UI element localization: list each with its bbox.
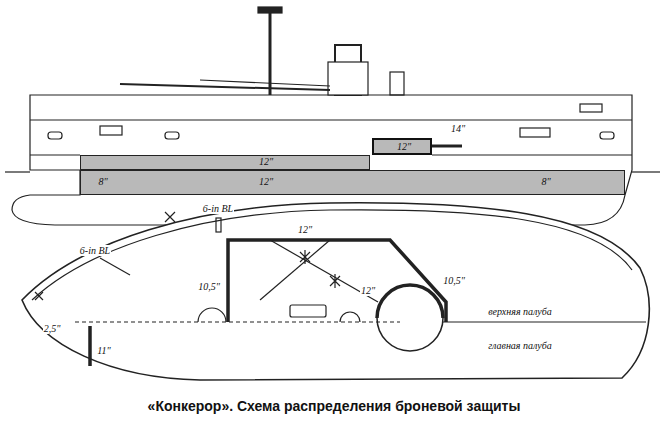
boom: [200, 80, 330, 86]
breastwork-armour: [228, 240, 446, 322]
armour-label: 10,5": [442, 275, 466, 286]
deck-line: [30, 119, 632, 120]
plan-hull: [22, 203, 649, 380]
skylight: [290, 305, 326, 317]
armour-label: 6-in BL: [202, 203, 234, 214]
armour-label: 14": [450, 123, 466, 134]
gunport: [165, 132, 179, 139]
hatch: [198, 308, 226, 322]
armour-label: 10,5": [197, 281, 221, 292]
gunport: [520, 128, 550, 137]
armour-label: 12": [297, 224, 313, 235]
armour-thickness: 8": [541, 176, 550, 187]
gun-symbol: [300, 250, 310, 264]
gunport: [48, 132, 62, 139]
gun-barrel: [432, 145, 462, 148]
mast: [269, 12, 272, 95]
waterline: [5, 171, 30, 172]
armour-band: 12": [80, 155, 370, 170]
deck-line: [432, 154, 632, 155]
armour-thickness: 12": [259, 176, 273, 187]
gunport: [100, 126, 122, 135]
gun-symbol: [330, 274, 340, 288]
armour-label: главная палуба: [487, 340, 552, 351]
deck-division: [75, 321, 400, 322]
hatch: [340, 312, 360, 322]
armour-label: 6-in BL: [79, 245, 111, 256]
armour-thickness: 8": [98, 176, 107, 187]
gunport: [600, 132, 614, 139]
deck-line: [30, 154, 80, 155]
gun-symbol: [216, 218, 221, 232]
armour-label: 2,5": [43, 323, 62, 334]
gunport: [580, 104, 602, 112]
armour-thickness: 12": [397, 141, 411, 152]
waterline: [632, 171, 660, 172]
deck-division: [442, 321, 646, 322]
armour-thickness: 12": [259, 156, 273, 167]
armour-band: 12": [372, 138, 432, 155]
deck-edge: [32, 210, 632, 300]
bridge: [390, 72, 404, 95]
gun-leader: [100, 258, 130, 275]
fighting-top: [258, 7, 282, 13]
bow-bulkhead: [88, 326, 92, 366]
gun-symbol: [165, 212, 175, 222]
turret: [377, 285, 443, 351]
turret-armour: [377, 285, 443, 318]
funnel-base: [328, 62, 368, 95]
armour-band: 8" 12" 8": [80, 170, 625, 195]
figure-caption: «Конкерор». Схема распределения броневой…: [0, 398, 668, 414]
armour-label: 11": [96, 345, 111, 356]
armour-label: 12": [360, 285, 376, 296]
armour-label: верхняя палуба: [487, 306, 552, 317]
diagonal-bulkhead: [260, 240, 330, 300]
diagonal-bulkhead: [270, 240, 378, 302]
gun-symbol: [35, 292, 43, 300]
